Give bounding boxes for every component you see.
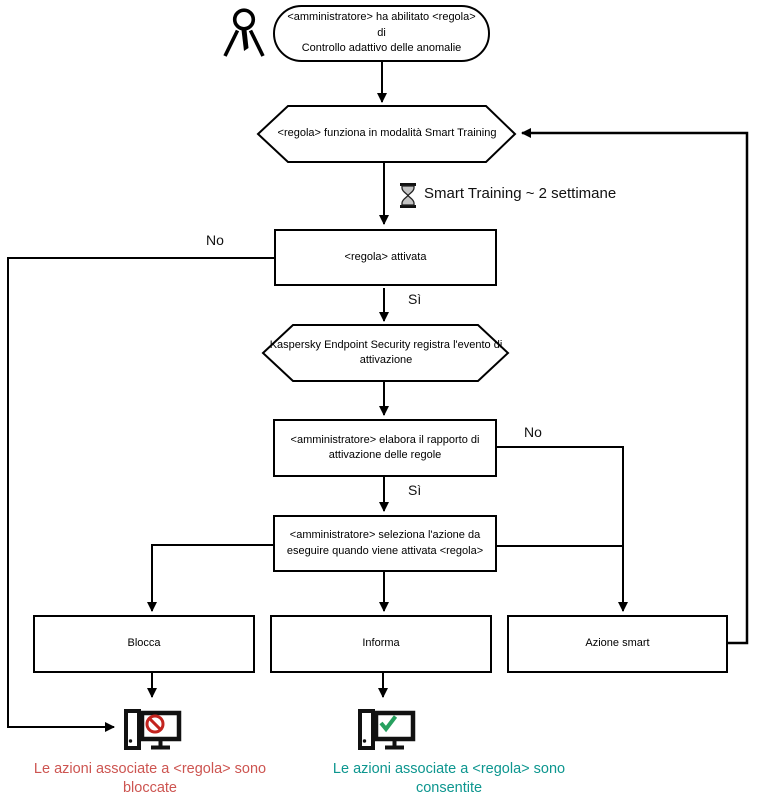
hourglass-icon (400, 183, 416, 208)
event-logged-text-line1: Kaspersky Endpoint Security registra l'e… (269, 338, 503, 351)
checkmark-icon (379, 715, 398, 733)
start-node-text-line1: <amministratore> ha abilitato <regola> d… (287, 11, 476, 39)
outcome-blocked-caption: Le azioni associate a <regola> sono bloc… (2, 760, 298, 798)
edge-label-no-admin-report: No (524, 424, 542, 440)
smart-training-mode-node: <regola> funziona in modalità Smart Trai… (277, 127, 497, 140)
person-icon (223, 8, 265, 57)
outcome-allowed-line1: Le azioni associate a <regola> sono (332, 761, 566, 777)
action-block-node: Blocca (33, 615, 255, 673)
start-node: <amministratore> ha abilitato <regola> d… (273, 5, 490, 62)
blocked-computer-icon (124, 709, 182, 750)
admin-action-text-line2: eseguire quando viene attivata <regola> (286, 544, 484, 557)
allowed-computer-icon (358, 709, 416, 750)
admin-action-text-line1: <amministratore> seleziona l'azione da (289, 529, 481, 542)
edge-label-yes-admin-report: Sì (408, 482, 422, 498)
event-logged-node: Kaspersky Endpoint Security registra l'e… (261, 325, 511, 381)
outcome-allowed-line2: consentite (415, 779, 483, 796)
rule-triggered-node: <regola> attivata (274, 229, 497, 286)
start-node-text-line2: Controllo adattivo delle anomalie (301, 42, 462, 55)
edge-label-no-rule-triggered: No (206, 232, 224, 248)
admin-report-text-line2: attivazione delle regole (328, 449, 442, 461)
edge-label-yes-rule-triggered: Sì (408, 291, 422, 307)
hexagon-event-logged-shape (261, 324, 510, 382)
admin-report-text-line1: <amministratore> elabora il rapporto di (290, 433, 480, 446)
training-duration-label: Smart Training ~ 2 settimane (424, 185, 617, 202)
outcome-blocked-line2: bloccate (122, 779, 177, 796)
admin-report-node: <amministratore> elabora il rapporto di … (273, 419, 497, 477)
action-smart-node: Azione smart (507, 615, 728, 673)
hexagon-smart-training-shape (256, 105, 517, 163)
action-inform-node: Informa (270, 615, 492, 673)
event-logged-text-line2: attivazione (359, 354, 413, 366)
outcome-allowed-caption: Le azioni associate a <regola> sono cons… (318, 760, 580, 798)
admin-action-node: <amministratore> seleziona l'azione da e… (273, 515, 497, 572)
outcome-blocked-line1: Le azioni associate a <regola> sono (33, 761, 267, 777)
